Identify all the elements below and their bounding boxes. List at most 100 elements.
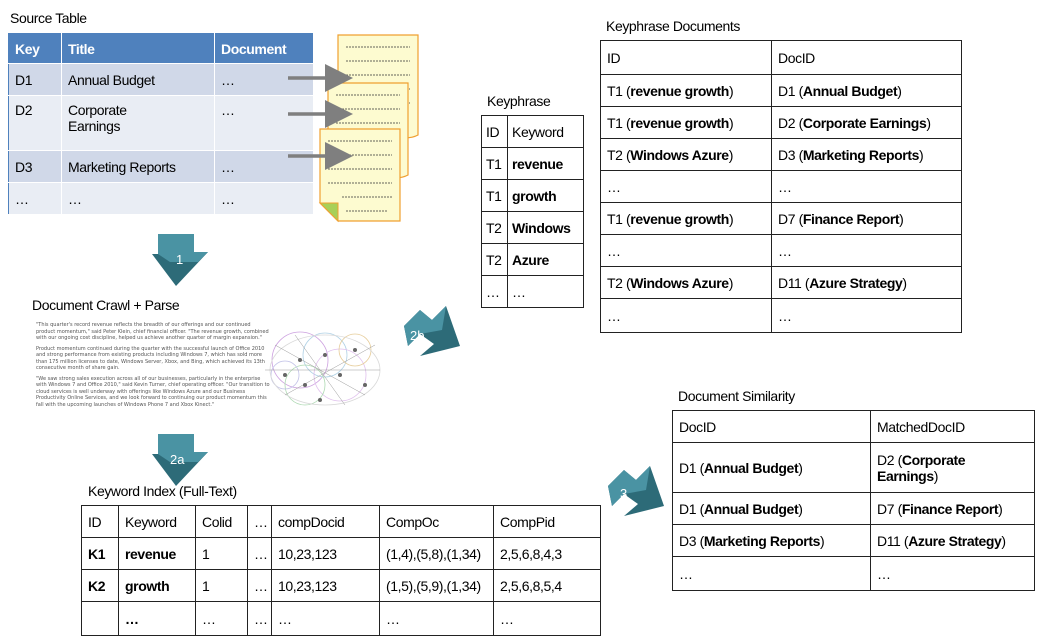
step-3-label: 3 — [620, 486, 627, 501]
cell-prefix: D2 ( — [778, 114, 803, 131]
table-row: T2 (Windows Azure)D11 (Azure Strategy) — [600, 266, 962, 299]
cell-keyword: Azure Strategy — [809, 274, 903, 291]
table-header-row: ID DocID — [600, 40, 962, 75]
cell-prefix: D7 ( — [877, 500, 902, 517]
document-similarity-title: Document Similarity — [678, 388, 795, 404]
cell-prefix: D3 ( — [778, 146, 803, 163]
cell: … — [493, 601, 601, 636]
cell: … — [600, 234, 772, 267]
cell-suffix: ) — [798, 500, 803, 517]
cell-keyword: Annual Budget — [703, 500, 799, 517]
table-row: T1 (revenue growth)D1 (Annual Budget) — [600, 74, 962, 107]
cell-prefix: … — [778, 307, 792, 324]
table-row: T1 (revenue growth)D2 (Corporate Earning… — [600, 106, 962, 139]
cell: … — [771, 170, 962, 203]
header-key: Key — [8, 33, 62, 64]
cell: … — [600, 170, 772, 203]
table-row: …… — [600, 234, 962, 267]
cell: … — [214, 63, 314, 96]
cell-suffix: ) — [902, 274, 907, 291]
cell: … — [195, 601, 248, 636]
cell-prefix: D1 ( — [679, 459, 704, 476]
table-row: … … — [481, 275, 584, 308]
cell: DocID — [771, 40, 962, 75]
cell: Windows — [507, 211, 584, 244]
cell: K2 — [81, 569, 119, 602]
keyphrase-documents-title: Keyphrase Documents — [606, 18, 741, 34]
cell: T2 (Windows Azure) — [600, 138, 772, 171]
cell: D3 (Marketing Reports) — [672, 524, 871, 557]
table-header-row: DocID MatchedDocID — [672, 410, 1035, 443]
cell: growth — [118, 569, 196, 602]
cell-keyword: revenue growth — [630, 210, 729, 227]
cell: … — [247, 601, 272, 636]
cell: 2,5,6,8,5,4 — [493, 569, 601, 602]
cell: … — [214, 182, 314, 215]
cell-prefix: … — [607, 178, 621, 195]
table-row: …… — [600, 170, 962, 203]
cell: D2 (Corporate Earnings) — [771, 106, 962, 139]
cell-keyword: Marketing Reports — [802, 146, 920, 163]
cell-suffix: ) — [728, 82, 734, 99]
crawl-paragraph: "We saw strong sales execution across al… — [36, 375, 270, 408]
cell: D7 (Finance Report) — [870, 492, 1035, 525]
header-document: Document — [214, 33, 314, 64]
document-similarity-table: DocID MatchedDocID D1 (Annual Budget)D2 … — [672, 410, 1035, 591]
cell: compDocid — [271, 505, 380, 538]
cell-prefix: D1 ( — [679, 500, 704, 517]
cell: growth — [507, 179, 584, 212]
cell-prefix: D7 ( — [778, 210, 803, 227]
step-2b-arrow: 2b — [404, 306, 460, 356]
cell: revenue — [118, 537, 196, 570]
cell: T2 — [481, 211, 508, 244]
cell: ID — [81, 505, 119, 538]
cell-prefix: … — [607, 307, 621, 324]
header-title: Title — [61, 33, 215, 64]
table-row: D1 (Annual Budget)D7 (Finance Report) — [672, 492, 1035, 525]
cell-prefix: … — [778, 178, 792, 195]
cell: T1 (revenue growth) — [600, 202, 772, 235]
step-2a-arrow: 2a — [152, 434, 208, 486]
cell: T1 (revenue growth) — [600, 74, 772, 107]
cell-keyword: Windows Azure — [630, 274, 729, 291]
cell: 10,23,123 — [271, 569, 380, 602]
cell: D3 — [8, 150, 62, 183]
cell-prefix: … — [877, 565, 891, 582]
table-row: D1 Annual Budget … — [8, 63, 314, 96]
step-3-arrow: 3 — [608, 466, 664, 516]
cell-suffix: ) — [728, 146, 734, 163]
step-1-arrow: 1 — [152, 234, 208, 286]
cell: D2 (Corporate Earnings) — [870, 442, 1035, 493]
cell: D1 (Annual Budget) — [672, 492, 871, 525]
source-table: Key Title Document D1 Annual Budget … D2… — [8, 33, 314, 215]
cell: … — [507, 275, 584, 308]
table-row: D1 (Annual Budget)D2 (Corporate Earnings… — [672, 442, 1035, 493]
cell: Colid — [195, 505, 248, 538]
cell: … — [247, 569, 272, 602]
cell: … — [247, 505, 272, 538]
cell-prefix: D11 ( — [778, 274, 810, 291]
cell: … — [771, 298, 962, 333]
table-row: T2 Windows — [481, 211, 584, 244]
cell: CompPid — [493, 505, 601, 538]
cell: … — [379, 601, 494, 636]
cell-prefix: … — [679, 565, 693, 582]
step-1-label: 1 — [176, 252, 183, 267]
cell-suffix: ) — [1001, 532, 1006, 549]
cell: ID — [600, 40, 772, 75]
cell-suffix: ) — [728, 114, 734, 131]
cell: … — [771, 234, 962, 267]
cell-prefix: D2 ( — [877, 451, 902, 468]
cell: Marketing Reports — [61, 150, 215, 183]
cell-keyword: revenue growth — [630, 82, 729, 99]
table-row: T2 (Windows Azure) D3 (Marketing Reports) — [600, 138, 962, 171]
table-row: … … … — [8, 182, 314, 215]
cell: ID — [481, 115, 508, 148]
cell-suffix: ) — [899, 210, 904, 227]
table-row: T1 (revenue growth)D7 (Finance Report) — [600, 202, 962, 235]
cell: … — [214, 95, 314, 151]
keyword-graph-icon — [265, 331, 381, 406]
